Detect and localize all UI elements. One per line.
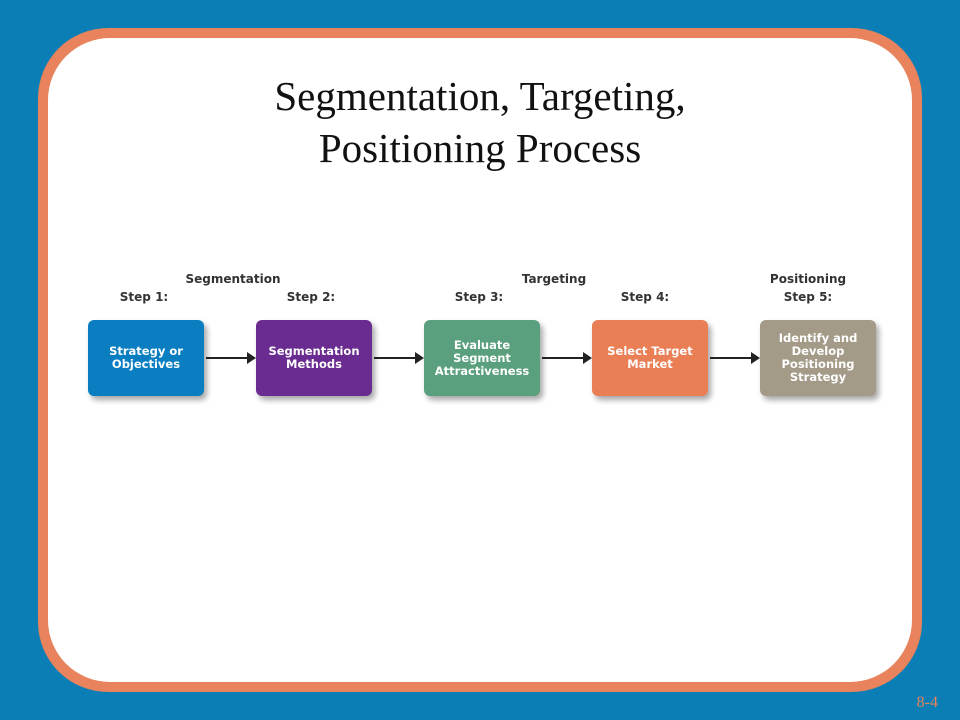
phase-label-targeting: Targeting bbox=[521, 272, 587, 286]
slide-title-line-2: Positioning Process bbox=[318, 125, 642, 171]
step-label-4: Step 4: bbox=[620, 290, 670, 304]
arrow-1-to-2 bbox=[206, 352, 256, 364]
step-box-1-text: Strategy or Objectives bbox=[109, 344, 183, 371]
slide-panel: Segmentation, Targeting, Positioning Pro… bbox=[48, 38, 912, 682]
step-label-5: Step 5: bbox=[783, 290, 833, 304]
step-box-3-text: Evaluate Segment Attractiveness bbox=[434, 337, 530, 378]
arrow-4-to-5 bbox=[710, 352, 760, 364]
process-diagram: Segmentation Targeting Positioning Step … bbox=[88, 272, 898, 408]
slide-title: Segmentation, Targeting, Positioning Pro… bbox=[48, 70, 912, 174]
slide-title-line-1: Segmentation, Targeting, bbox=[274, 73, 686, 119]
slide-number: 8-4 bbox=[916, 694, 938, 711]
arrow-3-to-4 bbox=[542, 352, 592, 364]
arrow-2-to-3 bbox=[374, 352, 424, 364]
step-box-5-text: Identify and Develop Positioning Strateg… bbox=[778, 331, 858, 384]
slide-frame: Segmentation, Targeting, Positioning Pro… bbox=[38, 28, 922, 692]
step-label-1: Step 1: bbox=[119, 290, 169, 304]
step-box-4-text: Select Target Market bbox=[607, 344, 693, 371]
step-box-1: Strategy or Objectives bbox=[88, 320, 204, 396]
step-box-2: Segmentation Methods bbox=[256, 320, 372, 396]
phase-label-segmentation: Segmentation bbox=[185, 272, 281, 286]
step-label-2: Step 2: bbox=[286, 290, 336, 304]
step-label-3: Step 3: bbox=[454, 290, 504, 304]
step-box-5: Identify and Develop Positioning Strateg… bbox=[760, 320, 876, 396]
step-box-2-text: Segmentation Methods bbox=[268, 344, 360, 371]
phase-label-positioning: Positioning bbox=[769, 272, 847, 286]
step-box-3: Evaluate Segment Attractiveness bbox=[424, 320, 540, 396]
step-box-4: Select Target Market bbox=[592, 320, 708, 396]
